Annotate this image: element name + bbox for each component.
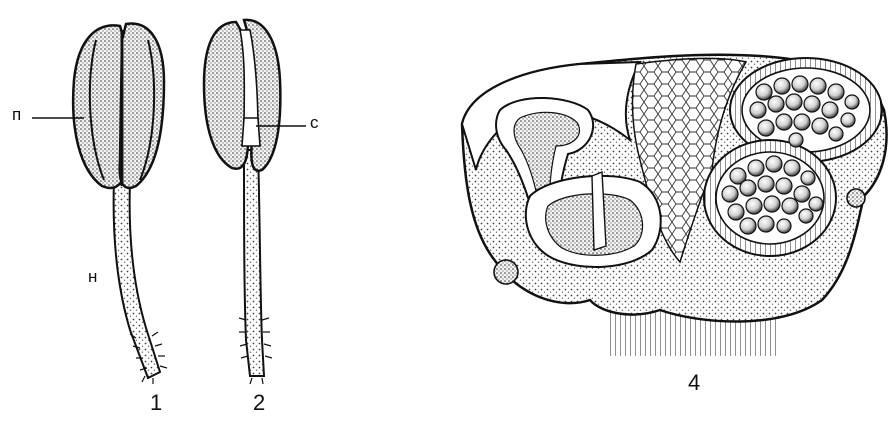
stamen-1: [73, 24, 167, 384]
figure-number-4: 4: [688, 372, 700, 394]
label-connective: с: [310, 114, 319, 131]
filament-1: [114, 180, 160, 378]
filament-2: [244, 150, 264, 376]
stamen-2: [204, 20, 280, 384]
figure-number-1: 1: [150, 392, 162, 414]
label-filament: н: [88, 268, 97, 285]
label-pollen-sac: п: [12, 106, 21, 123]
figure-number-2: 2: [253, 392, 265, 414]
appendage-right: [847, 189, 865, 207]
anther-lobe-right-1: [120, 24, 164, 188]
anther-cross-section: [462, 55, 887, 356]
appendage-left: [494, 260, 518, 284]
anther-lobe-left-1: [73, 25, 126, 187]
